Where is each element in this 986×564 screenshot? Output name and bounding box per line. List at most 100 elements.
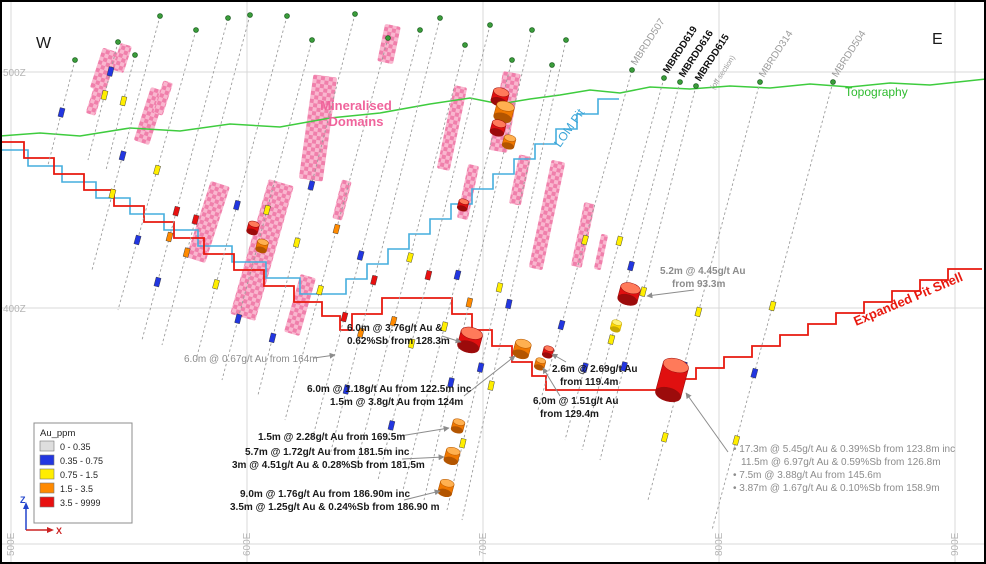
annotation-1-76: 9.0m @ 1.76g/t Au from 186.90m inc	[240, 489, 410, 500]
drill-collar	[661, 75, 667, 81]
drill-collar	[247, 12, 253, 18]
assay-interval-marker	[476, 362, 485, 373]
drill-trace	[446, 64, 553, 511]
drill-collar	[352, 11, 358, 17]
annotation-leader	[441, 335, 462, 344]
drill-trace	[354, 44, 466, 471]
annotation-leader	[685, 392, 729, 453]
drill-collar	[309, 37, 315, 43]
assay-interval-marker	[293, 237, 301, 248]
annotation-leader	[646, 289, 695, 299]
legend: Au_ppm 0 - 0.35 0.35 - 0.75 0.75 - 1.5 1…	[33, 422, 133, 524]
assay-interval-marker	[119, 95, 128, 107]
assay-interval-marker	[106, 66, 115, 77]
drill-trace	[377, 24, 491, 481]
annotation-leader	[551, 353, 567, 363]
annotation-leader	[401, 454, 445, 461]
assay-intercept-cylinder	[456, 198, 470, 212]
legend-label-1: 0.35 - 0.75	[60, 456, 103, 466]
drill-trace	[461, 39, 567, 521]
legend-label-3: 1.5 - 3.5	[60, 484, 93, 494]
assay-interval-marker	[263, 204, 271, 216]
mineralised-domain	[509, 154, 531, 206]
drill-collar	[72, 57, 78, 63]
drill-trace	[329, 17, 441, 456]
assay-interval-marker	[732, 435, 741, 446]
annotation-17-3m-l2: 11.5m @ 6.97g/t Au & 0.59%Sb from 126.8m	[741, 457, 941, 468]
drill-collar	[830, 79, 836, 85]
axis-label-800e: 800E	[714, 532, 725, 556]
assay-interval-marker	[191, 214, 200, 225]
legend-swatch-yellow	[39, 468, 55, 480]
annotation-leader	[399, 425, 450, 437]
drill-collar	[193, 27, 199, 33]
triad-x-label: X	[56, 526, 62, 536]
legend-label-4: 3.5 - 9999	[60, 498, 101, 508]
legend-swatch-grey	[39, 440, 55, 452]
assay-interval-marker	[407, 338, 416, 349]
assay-interval-marker	[268, 332, 277, 344]
annotation-17-3m: • 17.3m @ 5.45g/t Au & 0.39%Sb from 123.…	[733, 444, 955, 455]
assay-intercept-cylinder	[255, 238, 269, 254]
annotation-1-72-l2: 3m @ 4.51g/t Au & 0.28%Sb from 181.5m	[232, 460, 425, 471]
drill-trace	[47, 59, 76, 166]
assay-interval-marker	[660, 432, 669, 443]
drill-trace	[141, 17, 229, 341]
assay-interval-marker	[212, 279, 220, 290]
axis-label-900e: 900E	[950, 532, 961, 556]
annotation-1-72: 5.7m @ 1.72g/t Au from 181.5m inc	[245, 447, 410, 458]
drill-trace	[87, 41, 119, 161]
drill-trace	[161, 14, 251, 346]
drill-trace	[91, 15, 161, 271]
mineralised-domain	[594, 234, 608, 270]
drill-collar	[462, 42, 468, 48]
assay-interval-marker	[165, 231, 174, 243]
drill-trace	[647, 81, 761, 501]
drill-collar	[132, 52, 138, 58]
drill-collar	[563, 37, 569, 43]
assay-intercept-cylinder	[541, 345, 555, 359]
mineralised-domain	[90, 48, 118, 92]
drill-collar	[509, 57, 515, 63]
mineralised-domain	[299, 74, 337, 182]
drill-collar	[385, 35, 391, 41]
assay-intercept-cylinder	[512, 338, 532, 360]
assay-interval-marker	[118, 150, 127, 161]
assay-intercept-cylinder	[246, 220, 260, 236]
assay-interval-marker	[580, 362, 589, 373]
annotation-1-18-l2: 1.5m @ 3.8g/t Au from 124m	[330, 397, 463, 408]
assay-interval-marker	[694, 306, 703, 318]
assay-interval-marker	[447, 377, 455, 388]
mineralised-domain	[571, 202, 595, 268]
mineralised-domains-label-2: Domains	[329, 114, 384, 129]
assay-interval-marker	[332, 223, 341, 235]
drill-collar	[115, 39, 121, 45]
assay-interval-marker	[356, 250, 365, 261]
mineralised-domain	[284, 274, 316, 336]
assay-intercept-cylinder	[617, 282, 641, 306]
assay-interval-marker	[133, 234, 142, 246]
annotation-leader	[313, 352, 336, 359]
axis-label-1400z: 400Z	[3, 304, 26, 315]
drill-collar	[417, 27, 423, 33]
annotation-leader	[542, 367, 561, 397]
expanded-pit-line	[0, 141, 982, 391]
drill-collar	[629, 67, 635, 73]
legend-label-2: 0.75 - 1.5	[60, 470, 98, 480]
axis-label-500e: 500E	[6, 532, 17, 556]
assay-interval-marker	[340, 311, 349, 323]
drill-collar	[157, 13, 163, 19]
assay-interval-marker	[495, 282, 504, 293]
assay-interval-marker	[639, 286, 647, 297]
assay-intercept-cylinder	[450, 418, 466, 434]
assay-interval-marker	[620, 361, 628, 372]
assay-interval-marker	[100, 89, 109, 101]
annotation-1-18: 6.0m @ 1.18g/t Au from 122.5m inc	[307, 384, 472, 395]
assay-markers-layer	[57, 66, 777, 449]
annotation-leader	[463, 355, 516, 397]
annotation-leader	[403, 489, 441, 501]
annotation-17-3m-l4: • 3.87m @ 1.67g/t Au & 0.10%Sb from 158.…	[733, 483, 940, 494]
topography-line	[0, 78, 986, 137]
assay-interval-marker	[182, 247, 191, 258]
